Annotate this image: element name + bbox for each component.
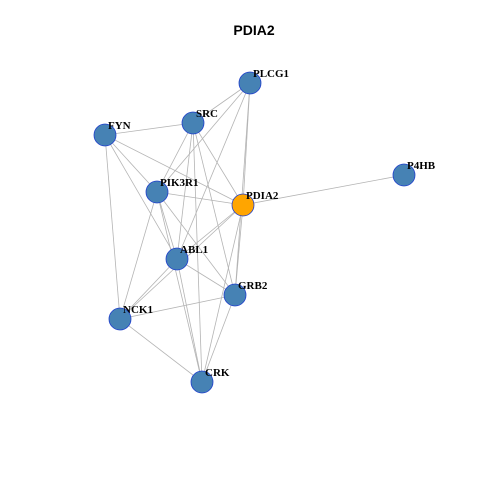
edge-src-pik3r1 <box>156 122 194 193</box>
edge-fyn-pik3r1 <box>104 134 158 193</box>
node-label-plcg1: PLCG1 <box>253 68 289 80</box>
node-label-nck1: NCK1 <box>123 304 153 316</box>
node-label-grb2: GRB2 <box>238 280 268 292</box>
graph-title: PDIA2 <box>233 22 274 38</box>
node-label-crk: CRK <box>205 367 230 379</box>
node-abl1[interactable] <box>165 247 189 271</box>
edge-src-plcg1 <box>192 82 251 124</box>
edge-src-abl1 <box>176 122 194 260</box>
edge-pik3r1-crk <box>156 191 203 383</box>
edge-abl1-crk <box>176 258 203 383</box>
edge-plcg1-grb2 <box>234 82 251 296</box>
edge-abl1-nck1 <box>119 258 178 320</box>
edge-plcg1-abl1 <box>176 82 251 260</box>
edge-pdia2-grb2 <box>234 204 244 296</box>
edge-src-crk <box>192 122 203 383</box>
node-src[interactable] <box>181 111 205 135</box>
edge-fyn-src <box>104 122 194 136</box>
edge-pdia2-crk <box>201 204 244 383</box>
edge-pdia2-p4hb <box>242 174 405 206</box>
edge-pdia2-abl1 <box>176 204 244 260</box>
node-layer <box>93 71 416 394</box>
edge-src-grb2 <box>192 122 236 296</box>
edge-plcg1-pik3r1 <box>156 82 251 193</box>
node-label-pik3r1: PIK3R1 <box>160 177 199 189</box>
node-fyn[interactable] <box>93 123 117 147</box>
node-label-fyn: FYN <box>108 120 131 132</box>
edge-pik3r1-pdia2 <box>156 191 244 206</box>
edge-layer <box>104 82 405 383</box>
edge-fyn-pdia2 <box>104 134 244 206</box>
node-p4hb[interactable] <box>392 163 416 187</box>
node-plcg1[interactable] <box>238 71 262 95</box>
node-label-src: SRC <box>196 108 218 120</box>
edge-pik3r1-abl1 <box>156 191 178 260</box>
edge-nck1-crk <box>119 318 203 383</box>
edge-grb2-nck1 <box>119 294 236 320</box>
node-pik3r1[interactable] <box>145 180 169 204</box>
node-nck1[interactable] <box>108 307 132 331</box>
edge-fyn-abl1 <box>104 134 178 260</box>
edge-src-pdia2 <box>192 122 244 206</box>
edge-fyn-nck1 <box>104 134 121 320</box>
edge-pik3r1-nck1 <box>119 191 158 320</box>
node-grb2[interactable] <box>223 283 247 307</box>
node-label-abl1: ABL1 <box>180 244 208 256</box>
node-label-p4hb: P4HB <box>407 160 436 172</box>
node-pdia2[interactable] <box>231 193 255 217</box>
edge-grb2-crk <box>201 294 236 383</box>
node-crk[interactable] <box>190 370 214 394</box>
node-label-pdia2: PDIA2 <box>246 190 279 202</box>
